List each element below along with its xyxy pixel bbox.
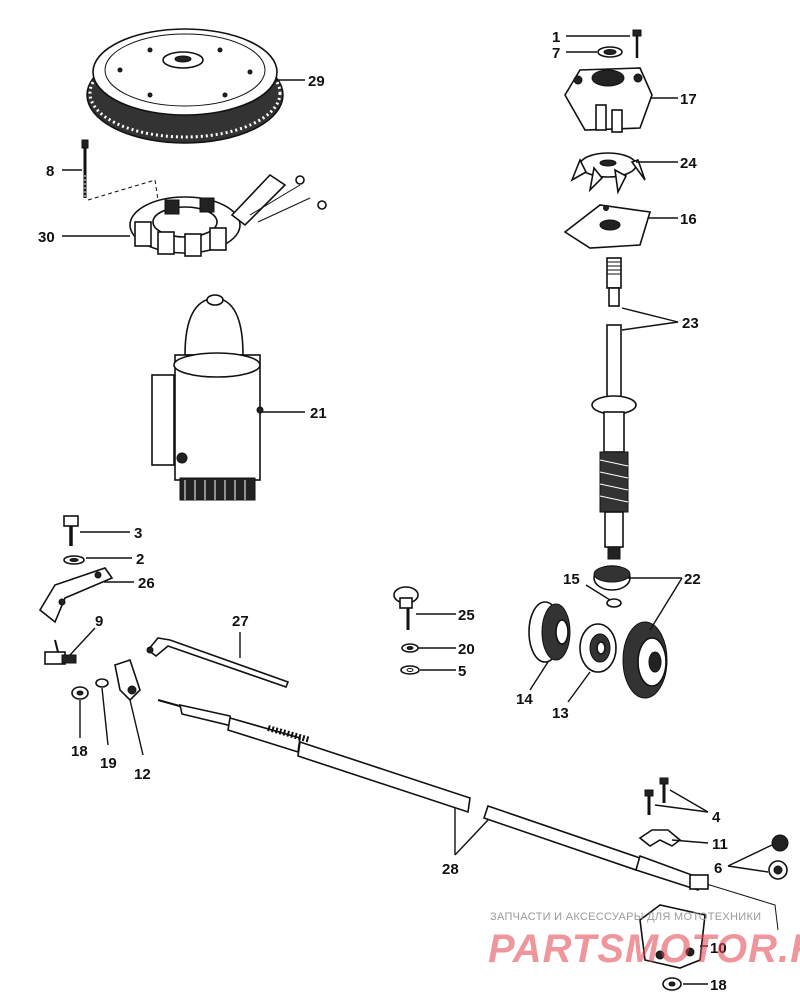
forward-gear-part-22	[622, 621, 668, 699]
knob-part-25	[393, 586, 419, 630]
rod-end-part-9	[44, 639, 77, 665]
callout-29: 29	[308, 73, 325, 90]
nut-part-18b	[662, 977, 682, 991]
pinion-gear-part-22	[593, 565, 631, 591]
watermark-tagline: ЗАПЧАСТИ И АКСЕССУАРЫ ДЛЯ МОТОТЕХНИКИ	[490, 911, 761, 923]
bracket-part-12	[114, 658, 141, 702]
bolt-part-8	[81, 139, 89, 198]
callout-26: 26	[138, 575, 155, 592]
impeller-part-24	[570, 152, 646, 195]
pump-housing-part-17	[564, 67, 653, 133]
reverse-gear-part-14	[528, 601, 571, 663]
callout-13: 13	[552, 705, 569, 722]
cable-part-28	[157, 699, 779, 931]
callout-16: 16	[680, 211, 697, 228]
callout-21: 21	[310, 405, 327, 422]
callout-18a: 18	[71, 743, 88, 760]
callout-9: 9	[95, 613, 103, 630]
callout-27: 27	[232, 613, 249, 630]
callout-25: 25	[458, 607, 475, 624]
callout-4: 4	[712, 809, 721, 826]
callout-3: 3	[134, 525, 142, 542]
callout-10: 10	[710, 940, 727, 957]
starter-motor-part-21	[151, 294, 264, 501]
callout-12: 12	[134, 766, 151, 783]
nut-part-15	[606, 598, 622, 608]
clamp-part-11	[638, 829, 682, 847]
callout-7: 7	[552, 45, 560, 62]
screws-part-4	[644, 777, 669, 815]
callout-22: 22	[684, 571, 701, 588]
callout-19: 19	[100, 755, 117, 772]
callout-20: 20	[458, 641, 475, 658]
callout-15: 15	[563, 571, 580, 588]
nut-part-18	[71, 686, 89, 700]
lever-part-26	[38, 567, 114, 624]
grommet-part-7	[597, 46, 623, 58]
callout-14: 14	[516, 691, 533, 708]
callout-17: 17	[680, 91, 697, 108]
nut-part-20	[401, 643, 419, 653]
callout-28: 28	[442, 861, 459, 878]
bolt-part-3	[63, 515, 79, 546]
flywheel-part-29	[86, 28, 284, 144]
bracket-part-10	[639, 904, 706, 969]
callout-8: 8	[46, 163, 54, 180]
washer-part-19	[95, 678, 109, 688]
callout-2: 2	[136, 551, 144, 568]
plate-part-16	[563, 204, 652, 249]
callout-11: 11	[712, 836, 728, 853]
driveshaft-part-23	[591, 257, 637, 560]
callout-18b: 18	[710, 977, 727, 994]
callout-24: 24	[680, 155, 697, 172]
callout-1: 1	[552, 29, 560, 46]
washer-part-5	[400, 665, 420, 675]
clutch-dog-part-13	[579, 623, 617, 673]
stator-part-30	[129, 173, 327, 257]
callout-23: 23	[682, 315, 699, 332]
callout-6: 6	[714, 860, 722, 877]
callout-30: 30	[38, 229, 55, 246]
link-rod-part-27	[146, 637, 290, 689]
callout-5: 5	[458, 663, 466, 680]
clips-part-6	[768, 834, 789, 880]
washer-part-2	[63, 555, 85, 565]
watermark-brand: PARTSMOTOR.RU	[488, 927, 800, 971]
screw-part-1	[632, 29, 642, 58]
